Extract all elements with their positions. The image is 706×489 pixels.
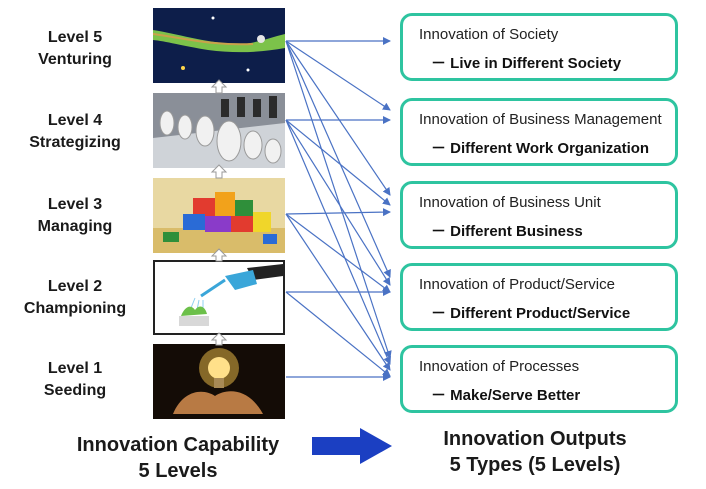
output-subtitle: － Different Business — [431, 223, 583, 240]
level-number: Level 2 — [47, 278, 103, 295]
caption-line: Innovation Outputs — [443, 428, 627, 450]
level-4-label: Level 4 Strategizing — [8, 110, 142, 154]
venturing-image — [153, 8, 285, 83]
link-l4-o4 — [285, 119, 391, 286]
level-2-label: Level 2 Championing — [8, 276, 142, 320]
up-arrow-icon — [210, 79, 228, 94]
up-arrow-icon — [210, 332, 228, 346]
output-box-processes: Innovation of Processes － Make/Serve Bet… — [400, 345, 678, 413]
level-name: Managing — [37, 218, 113, 235]
up-arrow-icon — [210, 164, 228, 179]
seeding-image — [153, 344, 285, 419]
link-l4-o3 — [285, 119, 391, 206]
output-title: Innovation of Business Unit — [419, 194, 601, 211]
level-number: Level 3 — [47, 196, 103, 213]
level-number: Level 1 — [47, 360, 103, 377]
outputs-caption: Innovation Outputs 5 Types (5 Levels) — [400, 426, 670, 478]
link-l3-o3 — [285, 208, 391, 217]
level-5-label: Level 5 Venturing — [8, 27, 142, 71]
capability-caption: Innovation Capability 5 Levels — [58, 432, 298, 484]
output-box-product-service: Innovation of Product/Service － Differen… — [400, 263, 678, 331]
output-box-business-unit: Innovation of Business Unit － Different … — [400, 181, 678, 249]
output-box-society: Innovation of Society － Live in Differen… — [400, 13, 678, 81]
managing-image — [153, 178, 285, 253]
level-name: Venturing — [38, 51, 112, 68]
output-subtitle: － Different Work Organization — [431, 140, 650, 157]
link-l5-o5 — [285, 40, 392, 359]
up-arrow-icon — [210, 248, 228, 262]
strategizing-image — [153, 93, 285, 168]
link-l5-o3 — [285, 40, 391, 196]
output-subtitle: － Make/Serve Better — [431, 387, 581, 404]
caption-line: Innovation Capability — [76, 434, 280, 456]
link-l4-o5 — [285, 119, 391, 365]
big-right-arrow-icon — [312, 428, 392, 464]
link-l3-o4 — [285, 213, 391, 293]
output-subtitle: － Live in Different Society — [431, 55, 622, 72]
link-l5-o4 — [285, 40, 391, 278]
level-name: Seeding — [43, 382, 107, 399]
level-name: Championing — [23, 300, 127, 317]
level-number: Level 5 — [47, 29, 103, 46]
output-title: Innovation of Society — [419, 26, 559, 43]
caption-line: 5 Types (5 Levels) — [449, 454, 621, 476]
output-title: Innovation of Processes — [419, 358, 580, 375]
level-1-label: Level 1 Seeding — [8, 358, 142, 402]
output-title: Innovation of Business Management — [419, 111, 662, 128]
level-name: Strategizing — [29, 134, 121, 151]
link-l5-o2 — [285, 40, 391, 111]
link-l2-o5 — [285, 291, 391, 377]
output-subtitle: － Different Product/Service — [431, 305, 631, 322]
output-box-business-management: Innovation of Business Management － Diff… — [400, 98, 678, 166]
level-number: Level 4 — [47, 112, 103, 129]
output-title: Innovation of Product/Service — [419, 276, 615, 293]
level-3-label: Level 3 Managing — [8, 194, 142, 238]
caption-line: 5 Levels — [138, 460, 218, 482]
